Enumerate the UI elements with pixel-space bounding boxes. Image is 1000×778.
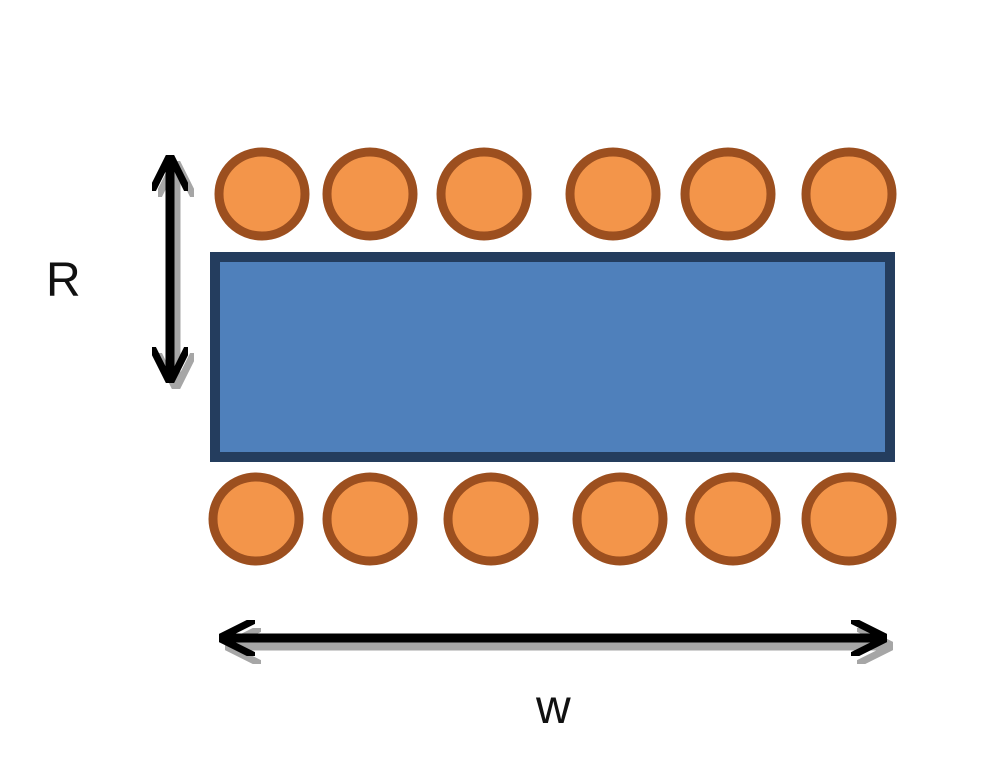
width-label: w [535, 681, 571, 734]
top-particle-2 [322, 147, 418, 241]
top-particle-5 [680, 147, 776, 241]
slab-rectangle [210, 252, 895, 462]
top-particle-6 [801, 147, 897, 241]
top-particle-1 [214, 147, 310, 241]
bottom-particle-4 [572, 472, 668, 566]
top-particle-row [214, 147, 897, 241]
bottom-particle-5 [685, 472, 781, 566]
height-arrow [170, 162, 176, 382]
bottom-particle-6 [801, 472, 897, 566]
height-label: R [46, 254, 81, 307]
top-particle-4 [565, 147, 661, 241]
bottom-particle-2 [322, 472, 418, 566]
bottom-particle-row [208, 472, 897, 566]
bottom-particle-1 [208, 472, 304, 566]
bottom-particle-3 [443, 472, 539, 566]
width-arrow [226, 638, 886, 646]
top-particle-3 [436, 147, 532, 241]
